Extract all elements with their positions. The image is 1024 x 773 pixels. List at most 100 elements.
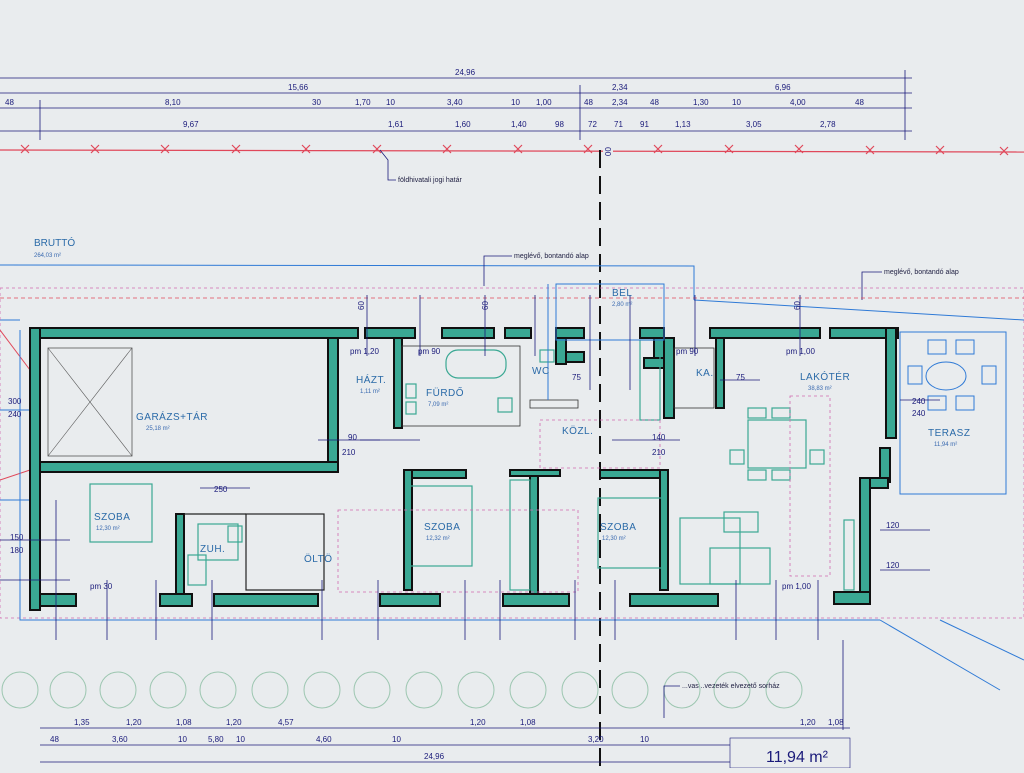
room-name-szoba-1: SZOBA [94, 512, 130, 523]
dim-text: 15,66 [288, 83, 309, 92]
bed-3 [597, 497, 663, 569]
dim-text: 10 [178, 735, 187, 744]
chair [771, 407, 791, 419]
furniture [89, 339, 855, 591]
dim-text: 1,08 [828, 718, 844, 727]
dining-table [747, 419, 807, 469]
dim-text: 72 [588, 120, 597, 129]
dim-text: 5,80 [208, 735, 224, 744]
boundary-note-text: földhivatali jogi határ [398, 177, 462, 184]
dim-text: 6,96 [775, 83, 791, 92]
dim-text: 71 [614, 120, 623, 129]
dim-text: 1,08 [520, 718, 536, 727]
dim-text: 75 [736, 373, 745, 382]
existing-foundation-outline [0, 287, 1024, 619]
dim-text: 1,20 [800, 718, 816, 727]
dim-text: 10 [732, 98, 741, 107]
dim-text: 3,40 [447, 98, 463, 107]
dim-text: 210 [342, 448, 356, 457]
foundation-note-text: meglévő, bontandó alap [884, 269, 959, 276]
terrace-outline [899, 331, 1007, 495]
room-labels: GARÁZS+TÁR 25,18 m² HÁZT. 1,11 m² FÜRDŐ … [94, 288, 970, 565]
bed-2 [407, 485, 473, 567]
top-dimension-row3: 48 8,10 30 1,70 10 3,40 10 1,00 48 2,34 … [5, 98, 864, 107]
top-dimension-row4: 9,67 1,61 1,60 1,40 98 72 71 91 1,13 3,0… [183, 120, 836, 129]
dim-text: 3,05 [746, 120, 762, 129]
dim-text: 48 [650, 98, 659, 107]
dim-text: 240 [912, 409, 926, 418]
dim-text: 240 [8, 410, 22, 419]
dim-text: 1,00 [536, 98, 552, 107]
existing-foundation-note-2: meglévő, bontandó alap [861, 269, 959, 300]
inner-walls [39, 327, 725, 595]
blue-structure-lines [19, 283, 1024, 691]
opening-dimension-ticks [0, 295, 940, 581]
opening-label: pm 90 [418, 347, 441, 356]
room-area-garage: 25,18 m² [146, 426, 170, 432]
dim-text: 4,60 [316, 735, 332, 744]
bathtub [445, 349, 507, 379]
axis-marker: 00 [604, 147, 613, 156]
dim-text: 75 [572, 373, 581, 382]
room-name-szoba-3: SZOBA [600, 522, 636, 533]
dim-text: 140 [652, 433, 666, 442]
dim-text: 1,20 [470, 718, 486, 727]
dim-text: 3,20 [588, 735, 604, 744]
bottom-dimension-row3: 24,96 [424, 752, 445, 761]
room-name-szoba-2: SZOBA [424, 522, 460, 533]
dim-text: 2,34 [612, 83, 628, 92]
chair [747, 469, 767, 481]
wc-bowl [497, 397, 513, 413]
sink [405, 383, 417, 399]
area-readout: 11,94 m² [729, 737, 851, 769]
room-area-szoba-3: 12,30 m² [602, 536, 626, 542]
dim-text: 1,60 [455, 120, 471, 129]
dim-text: 9,67 [183, 120, 199, 129]
dim-text: 1,08 [176, 718, 192, 727]
terrace-chair [955, 395, 975, 411]
dim-text: 10 [236, 735, 245, 744]
bottom-dimension-row2: 48 3,60 10 5,80 10 4,60 10 3,20 10 [50, 735, 649, 744]
room-area-szoba-2: 12,32 m² [426, 536, 450, 542]
terrace-chair [981, 365, 997, 385]
opening-label: pm 1,00 [786, 347, 815, 356]
armchair [723, 511, 759, 533]
dim-text: 60 [793, 301, 802, 310]
shower-sink [227, 525, 243, 543]
dim-text: 240 [912, 397, 926, 406]
dim-text: 8,10 [165, 98, 181, 107]
dim-text: 1,61 [388, 120, 404, 129]
dim-text: 2,34 [612, 98, 628, 107]
dim-text: 1,70 [355, 98, 371, 107]
dim-text: 150 [10, 533, 24, 542]
dim-text: 1,35 [74, 718, 90, 727]
misc-dimension-labels: 300 240 240 240 150 120 120 90 210 140 2… [8, 301, 926, 570]
opening-label: pm 1,20 [350, 347, 379, 356]
property-boundary-line [0, 144, 1024, 156]
dim-text: 1,20 [226, 718, 242, 727]
opening-labels: pm 1,20 pm 90 pm 90 pm 1,00 pm 30 pm 1,0… [90, 347, 815, 591]
room-name-oltozo: ÖLTÖ [304, 553, 332, 565]
shower-wc [187, 554, 207, 586]
dim-text: 30 [312, 98, 321, 107]
room-name-furdo: FÜRDŐ [426, 385, 464, 399]
terrace-chair [955, 339, 975, 355]
dim-text: 24,96 [424, 752, 445, 761]
dim-text: 1,40 [511, 120, 527, 129]
dim-text: 120 [886, 561, 900, 570]
dim-text: 48 [5, 98, 14, 107]
dim-text: 24,96 [455, 68, 476, 77]
dim-text: 10 [386, 98, 395, 107]
chair [771, 469, 791, 481]
dim-text: 250 [214, 485, 228, 494]
room-name-bel: BEL [612, 288, 632, 299]
dim-text: 1,20 [126, 718, 142, 727]
dim-text: 48 [855, 98, 864, 107]
hedge-row [1, 671, 803, 709]
room-area-szoba-1: 12,30 m² [96, 526, 120, 532]
terrace-furniture [899, 331, 1007, 495]
chair [729, 449, 745, 465]
room-area-hazt: 1,11 m² [360, 389, 380, 395]
room-name-garage: GARÁZS+TÁR [136, 410, 208, 423]
